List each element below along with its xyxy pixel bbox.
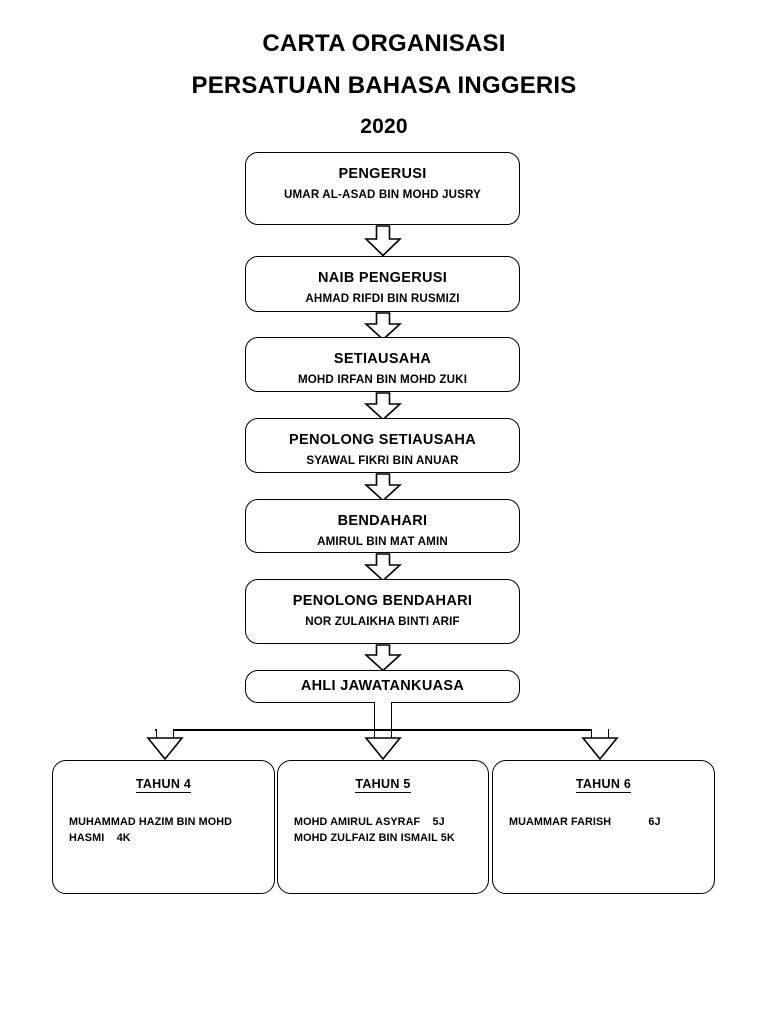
yearbox-heading: TAHUN 5 xyxy=(355,777,411,793)
node-person-label: NOR ZULAIKHA BINTI ARIF xyxy=(305,614,460,628)
connector-arrow-1 xyxy=(364,225,402,257)
connector-arrow-4 xyxy=(363,473,403,502)
chart-title: CARTA ORGANISASI PERSATUAN BAHASA INGGER… xyxy=(0,30,768,138)
node-penolong-bendahari[interactable]: PENOLONG BENDAHARI NOR ZULAIKHA BINTI AR… xyxy=(245,579,520,644)
connector-arrow-3 xyxy=(363,392,403,421)
node-pengerusi[interactable]: PENGERUSI UMAR AL-ASAD BIN MOHD JUSRY xyxy=(245,152,520,225)
connector-arrow-5 xyxy=(363,553,403,582)
yearbox-heading: TAHUN 6 xyxy=(575,777,632,793)
node-role-label: PENGERUSI xyxy=(338,166,427,182)
list-item: MOHD ZULFAIZ BIN ISMAIL 5K xyxy=(294,831,455,844)
list-item: MUAMMAR FARISH 6J xyxy=(509,816,661,828)
node-role-label: SETIAUSAHA xyxy=(333,351,432,367)
list-item: MUHAMMAD HAZIM BIN MOHD xyxy=(69,816,233,828)
yearbox-tahun-4[interactable]: TAHUN 4 MUHAMMAD HAZIM BIN MOHD HASMI 4K xyxy=(52,760,275,894)
title-line-3: 2020 xyxy=(360,115,408,138)
node-bendahari[interactable]: BENDAHARI AMIRUL BIN MAT AMIN xyxy=(245,499,520,553)
node-role-label: NAIB PENGERUSI xyxy=(317,270,448,286)
title-line-2: PERSATUAN BAHASA INGGERIS xyxy=(191,72,577,99)
connector-arrow-2 xyxy=(363,312,403,341)
title-line-1: CARTA ORGANISASI xyxy=(262,30,506,57)
node-person-label: AHMAD RIFDI BIN RUSMIZI xyxy=(305,291,460,305)
node-penolong-setiausaha[interactable]: PENOLONG SETIAUSAHA SYAWAL FIKRI BIN ANU… xyxy=(245,418,520,473)
node-person-label: UMAR AL-ASAD BIN MOHD JUSRY xyxy=(283,187,482,201)
node-role-label: PENOLONG SETIAUSAHA xyxy=(289,432,476,448)
list-item: HASMI 4K xyxy=(69,831,131,844)
yearbox-members: MUAMMAR FARISH 6J xyxy=(493,815,714,831)
node-role-label: BENDAHARI xyxy=(337,513,428,529)
yearbox-tahun-6[interactable]: TAHUN 6 MUAMMAR FARISH 6J xyxy=(492,760,715,894)
node-person-label: SYAWAL FIKRI BIN ANUAR xyxy=(306,453,459,467)
connector-arrow-6 xyxy=(363,644,403,672)
node-role-label: AHLI JAWATANKUASA xyxy=(300,678,465,695)
node-role-label: PENOLONG BENDAHARI xyxy=(292,593,473,609)
node-ahli-jawatankuasa[interactable]: AHLI JAWATANKUASA xyxy=(245,670,520,703)
yearbox-members: MUHAMMAD HAZIM BIN MOHD HASMI 4K xyxy=(53,815,274,846)
node-setiausaha[interactable]: SETIAUSAHA MOHD IRFAN BIN MOHD ZUKI xyxy=(245,337,520,392)
list-item: MOHD AMIRUL ASYRAF 5J xyxy=(294,816,445,828)
branch-arrow-tahun-5 xyxy=(364,737,402,761)
branch-arrow-tahun-4 xyxy=(146,737,184,761)
node-naib-pengerusi[interactable]: NAIB PENGERUSI AHMAD RIFDI BIN RUSMIZI xyxy=(245,256,520,312)
yearbox-tahun-5[interactable]: TAHUN 5 MOHD AMIRUL ASYRAF 5J MOHD ZULFA… xyxy=(277,760,489,894)
branch-arrow-tahun-6 xyxy=(581,737,619,761)
yearbox-heading: TAHUN 4 xyxy=(135,777,192,793)
branch-center-stem xyxy=(374,702,392,740)
yearbox-members: MOHD AMIRUL ASYRAF 5J MOHD ZULFAIZ BIN I… xyxy=(278,815,488,846)
node-person-label: MOHD IRFAN BIN MOHD ZUKI xyxy=(297,372,468,386)
node-person-label: AMIRUL BIN MAT AMIN xyxy=(317,534,448,548)
branch-bus-line xyxy=(155,729,602,731)
